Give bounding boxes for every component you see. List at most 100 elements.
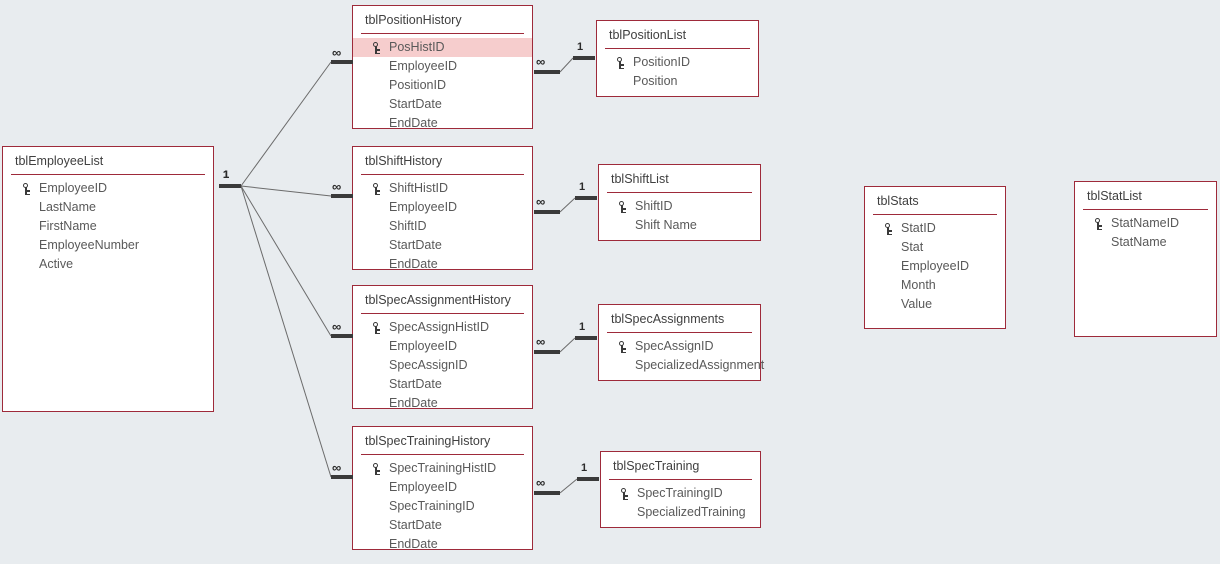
field-row[interactable]: FirstName [3, 217, 213, 236]
title-divider [361, 33, 524, 34]
field-row[interactable]: SpecializedTraining [601, 503, 760, 522]
field-row[interactable]: SpecAssignID [353, 356, 532, 375]
title-divider [605, 48, 750, 49]
table-title: tblShiftHistory [365, 154, 443, 168]
cardinality-one-label: 1 [577, 41, 584, 53]
title-divider [361, 313, 524, 314]
field-row[interactable]: Shift Name [599, 216, 760, 235]
field-row-selected[interactable]: PosHistID [353, 38, 532, 57]
cardinality-one-label: 1 [223, 169, 230, 181]
field-row[interactable]: SpecAssignHistID [353, 318, 532, 337]
field-name: PosHistID [389, 40, 445, 54]
field-name: Month [901, 278, 936, 292]
relationship-line-specassignmenthistory-to-specassignments [559, 337, 576, 353]
field-row[interactable]: EmployeeID [353, 198, 532, 217]
field-row[interactable]: StatID [865, 219, 1005, 238]
field-row[interactable]: Stat [865, 238, 1005, 257]
field-name: StatNameID [1111, 216, 1180, 230]
field-row[interactable]: Month [865, 276, 1005, 295]
field-name: SpecAssignHistID [389, 320, 490, 334]
title-divider [609, 479, 752, 480]
field-row[interactable]: SpecAssignID [599, 337, 760, 356]
field-name: EmployeeID [39, 181, 108, 195]
cardinality-one-stub [575, 336, 597, 340]
title-divider [607, 332, 752, 333]
cardinality-one-stub [577, 477, 599, 481]
relationship-line-spectraininghistory-to-spectraining [559, 478, 578, 494]
field-name: PositionID [633, 55, 690, 69]
field-row[interactable]: Value [865, 295, 1005, 314]
field-row[interactable]: StartDate [353, 375, 532, 394]
field-list: PositionID Position [597, 53, 758, 91]
field-row[interactable]: EmployeeNumber [3, 236, 213, 255]
field-name: Shift Name [635, 218, 697, 232]
field-row[interactable]: Active [3, 255, 213, 274]
field-row[interactable]: EmployeeID [865, 257, 1005, 276]
field-row[interactable]: StartDate [353, 95, 532, 114]
field-row[interactable]: EmployeeID [353, 478, 532, 497]
field-row[interactable]: EndDate [353, 255, 532, 274]
title-divider [873, 214, 997, 215]
cardinality-many-stub [331, 334, 353, 338]
field-row[interactable]: StatNameID [1075, 214, 1216, 233]
table-title: tblStatList [1087, 189, 1142, 203]
field-row[interactable]: ShiftID [599, 197, 760, 216]
cardinality-many-stub [534, 491, 560, 495]
field-row[interactable]: LastName [3, 198, 213, 217]
field-row[interactable]: ShiftID [353, 217, 532, 236]
field-row[interactable]: ShiftHistID [353, 179, 532, 198]
field-row[interactable]: PositionID [353, 76, 532, 95]
field-name: PositionID [389, 78, 446, 92]
primary-key-icon [373, 463, 380, 475]
field-row[interactable]: SpecTrainingID [353, 497, 532, 516]
field-row[interactable]: EmployeeID [353, 337, 532, 356]
field-name: LastName [39, 200, 96, 214]
primary-key-icon [373, 42, 380, 54]
field-row[interactable]: EndDate [353, 535, 532, 554]
field-row[interactable]: Position [597, 72, 758, 91]
field-name: EndDate [389, 257, 438, 271]
title-divider [607, 192, 752, 193]
field-row[interactable]: StartDate [353, 516, 532, 535]
field-row[interactable]: PositionID [597, 53, 758, 72]
relationship-line-employee-to-spectraininghistory [240, 185, 332, 478]
cardinality-one-label: 1 [579, 321, 586, 333]
table-title: tblSpecAssignments [611, 312, 725, 326]
field-name: StatID [901, 221, 936, 235]
field-row[interactable]: StatName [1075, 233, 1216, 252]
cardinality-one-label: 1 [223, 169, 230, 181]
field-name: StartDate [389, 238, 442, 252]
field-name: ShiftID [389, 219, 427, 233]
field-row[interactable]: EmployeeID [3, 179, 213, 198]
table-title: tblEmployeeList [15, 154, 104, 168]
cardinality-many-label: ∞ [536, 54, 545, 69]
field-row[interactable]: SpecTrainingHistID [353, 459, 532, 478]
field-row[interactable]: SpecTrainingID [601, 484, 760, 503]
field-name: Stat [901, 240, 924, 254]
field-name: EmployeeID [389, 59, 458, 73]
field-row[interactable]: EndDate [353, 114, 532, 133]
field-row[interactable]: SpecializedAssignment [599, 356, 764, 375]
field-name: EndDate [389, 537, 438, 551]
field-row[interactable]: StartDate [353, 236, 532, 255]
field-row[interactable]: EndDate [353, 394, 532, 413]
field-name: FirstName [39, 219, 97, 233]
field-name: StartDate [389, 377, 442, 391]
field-name: SpecializedTraining [637, 505, 746, 519]
cardinality-one-stub [575, 196, 597, 200]
field-name: SpecTrainingID [389, 499, 475, 513]
field-row[interactable]: EmployeeID [353, 57, 532, 76]
